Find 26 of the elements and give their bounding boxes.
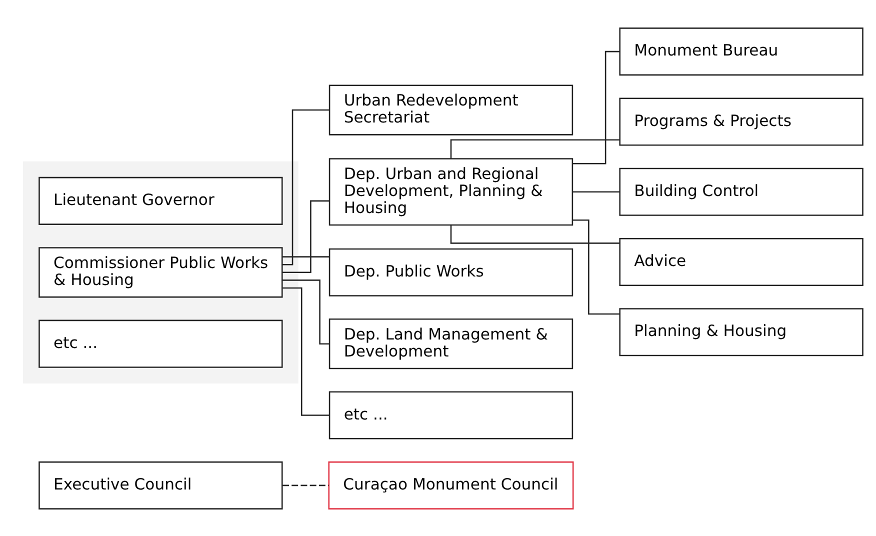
- node-box: Dep. Land Management & Development: [328, 318, 574, 369]
- node-box: Dep. Public Works: [328, 248, 574, 296]
- node-box: Building Control: [619, 167, 864, 216]
- connector: [282, 256, 330, 257]
- connector: [450, 224, 620, 244]
- node-box: Executive Council: [38, 460, 283, 509]
- node-box: Urban Redevelopment Secretariat: [328, 84, 574, 135]
- node-box: etc ...: [38, 319, 283, 368]
- cluster: [23, 160, 298, 383]
- connector: [282, 279, 330, 344]
- node-box: Advice: [619, 237, 864, 286]
- node-box: Lieutenant Governor: [38, 176, 283, 224]
- connector: [450, 138, 620, 158]
- node-box: Dep. Urban and Regional Development, Planning & Housing: [328, 158, 574, 226]
- node-box: Monument Bureau: [619, 27, 864, 76]
- connector: [282, 286, 330, 416]
- connector: [282, 484, 328, 486]
- connector: [572, 190, 620, 192]
- node-box: Commissioner Public Works & Housing: [38, 246, 283, 298]
- connector: [282, 108, 330, 265]
- connector: [282, 200, 330, 273]
- node-box: Programs & Projects: [619, 97, 864, 146]
- node-box: Curaçao Monument Council: [328, 460, 574, 509]
- node-box: Planning & Housing: [619, 308, 864, 356]
- connector: [572, 218, 620, 314]
- node-box: etc ...: [328, 390, 574, 439]
